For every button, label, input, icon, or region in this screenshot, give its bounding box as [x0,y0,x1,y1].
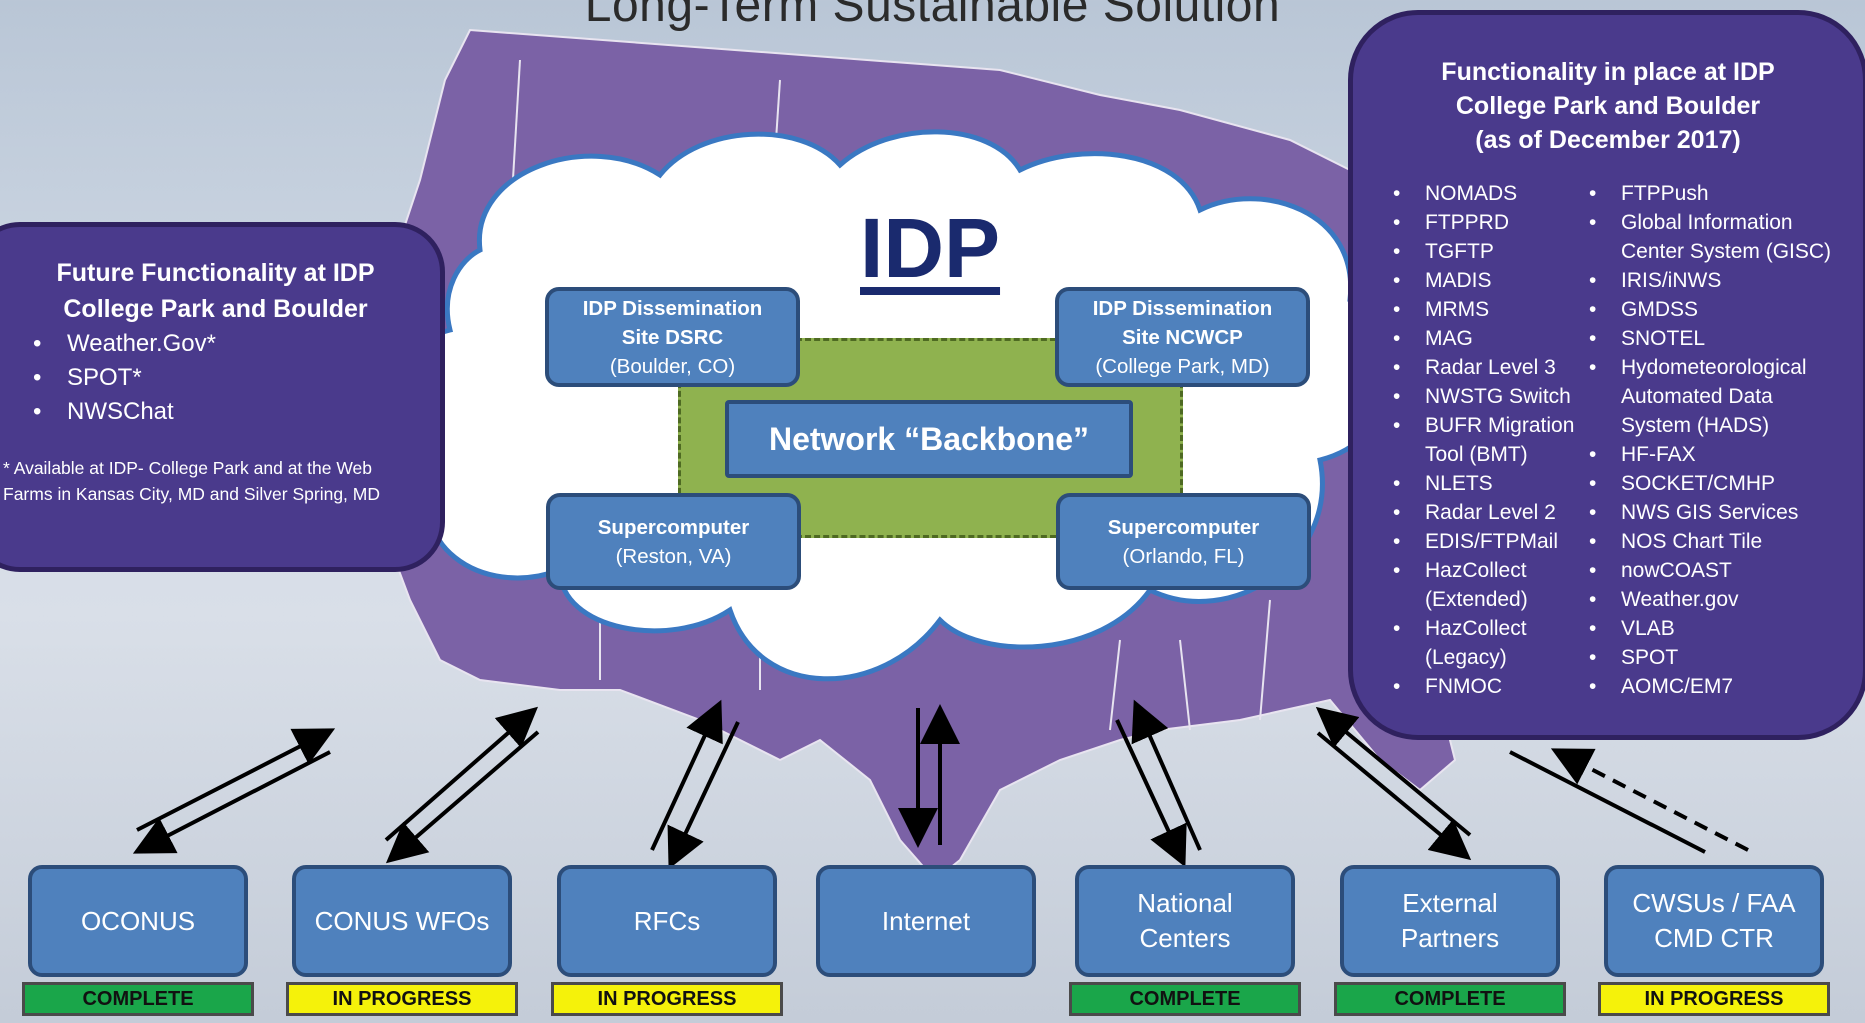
list-item: NWSChat [33,395,416,429]
site-dsrc-box: IDP Dissemination Site DSRC (Boulder, CO… [545,287,800,387]
endpoint-label: RFCs [633,905,701,936]
current-functionality-columns: NOMADS FTPPRD TGFTP MADIS MRMS MAG Radar… [1393,179,1863,701]
list-item: SPOT* [33,361,416,395]
list-item: Global Information Center System (GISC) [1589,208,1834,266]
future-panel-title: Future Functionality at IDP College Park… [56,259,375,323]
site-name: IDP Dissemination [582,296,763,320]
endpoint-label: Partners [1400,923,1500,953]
site-name: Site NCWCP [1122,325,1243,349]
list-item: FNMOC [1393,672,1589,701]
endpoint-label: External [1402,888,1498,918]
endpoint-external-partners: External Partners [1340,865,1560,977]
list-item: nowCOAST [1589,556,1834,585]
list-item: FTPPush [1589,179,1834,208]
list-item: Radar Level 2 [1393,498,1589,527]
list-item: Weather.gov [1589,585,1834,614]
page-title: Long-Term Sustainable Solution [584,0,1281,32]
list-item: NOS Chart Tile [1589,527,1834,556]
list-item: GMDSS [1589,295,1834,324]
status-badge: COMPLETE [22,982,254,1016]
endpoint-oconus: OCONUS [28,865,248,977]
list-item: FTPPRD [1393,208,1589,237]
status-badge: IN PROGRESS [286,982,518,1016]
site-name: Site DSRC [621,325,724,349]
list-item: VLAB [1589,614,1834,643]
list-item: MRMS [1393,295,1589,324]
list-item: AOMC/EM7 [1589,672,1834,701]
list-item: EDIS/FTPMail [1393,527,1589,556]
current-panel-title-line: College Park and Boulder [1455,92,1761,120]
list-item: NWSTG Switch [1393,382,1589,411]
endpoint-label: Internet [881,905,971,936]
endpoint-label: CMD CTR [1654,923,1774,953]
connection-arrows [132,699,1749,870]
list-item: MAG [1393,324,1589,353]
list-item: SPOT [1589,643,1834,672]
site-location: (Boulder, CO) [609,354,736,378]
list-item: SNOTEL [1589,324,1834,353]
endpoint-cwsus-faa: CWSUs / FAA CMD CTR [1604,865,1824,977]
endpoint-national-centers: National Centers [1075,865,1295,977]
supercomputer-orlando-box: Supercomputer (Orlando, FL) [1056,493,1311,590]
list-item: Weather.Gov* [33,327,416,361]
future-functionality-list: Weather.Gov* SPOT* NWSChat [33,327,416,429]
status-badge: COMPLETE [1069,982,1301,1016]
list-item: Hydometeorological Automated Data System… [1589,353,1834,440]
status-badge: IN PROGRESS [551,982,783,1016]
list-item: NLETS [1393,469,1589,498]
state-border [599,599,1271,731]
list-item: MADIS [1393,266,1589,295]
endpoint-conus-wfos: CONUS WFOs [292,865,512,977]
site-name: IDP Dissemination [1092,296,1273,320]
list-item: IRIS/iNWS [1589,266,1834,295]
list-item: NWS GIS Services [1589,498,1834,527]
network-backbone-box: Network “Backbone” [725,400,1133,478]
list-item: Radar Level 3 [1393,353,1589,382]
status-badge: COMPLETE [1334,982,1566,1016]
functionality-column-2: FTPPush Global Information Center System… [1589,179,1834,701]
endpoint-internet: Internet [816,865,1036,977]
endpoint-rfcs: RFCs [557,865,777,977]
current-functionality-panel: Functionality in place at IDP College Pa… [1348,10,1865,740]
site-name: Supercomputer [1107,515,1260,539]
endpoint-label: OCONUS [80,905,196,936]
list-item: HF-FAX [1589,440,1834,469]
idp-label: IDP [860,201,1001,295]
future-functionality-panel: Future Functionality at IDP College Park… [0,222,445,572]
site-location: (Reston, VA) [615,544,732,568]
current-panel-title-line: Functionality in place at IDP [1441,58,1775,86]
supercomputer-reston-box: Supercomputer (Reston, VA) [546,493,801,590]
list-item: NOMADS [1393,179,1589,208]
site-ncwcp-box: IDP Dissemination Site NCWCP (College Pa… [1055,287,1310,387]
site-location: (College Park, MD) [1095,354,1270,378]
endpoint-label: National [1137,888,1233,918]
functionality-column-1: NOMADS FTPPRD TGFTP MADIS MRMS MAG Radar… [1393,179,1589,701]
site-name: Supercomputer [597,515,750,539]
list-item: SOCKET/CMHP [1589,469,1834,498]
list-item: HazCollect (Extended) [1393,556,1589,614]
site-location: (Orlando, FL) [1122,544,1245,568]
list-item: TGFTP [1393,237,1589,266]
endpoint-label: CONUS WFOs [314,905,490,936]
list-item: BUFR Migration Tool (BMT) [1393,411,1589,469]
current-panel-title: Functionality in place at IDP College Pa… [1393,55,1863,157]
availability-note: * Available at IDP- College Park and at … [3,458,381,504]
status-badge: IN PROGRESS [1598,982,1830,1016]
list-item: HazCollect (Legacy) [1393,614,1589,672]
endpoint-label: CWSUs / FAA [1632,888,1796,918]
current-panel-title-line: (as of December 2017) [1475,126,1741,154]
endpoint-label: Centers [1139,923,1231,953]
